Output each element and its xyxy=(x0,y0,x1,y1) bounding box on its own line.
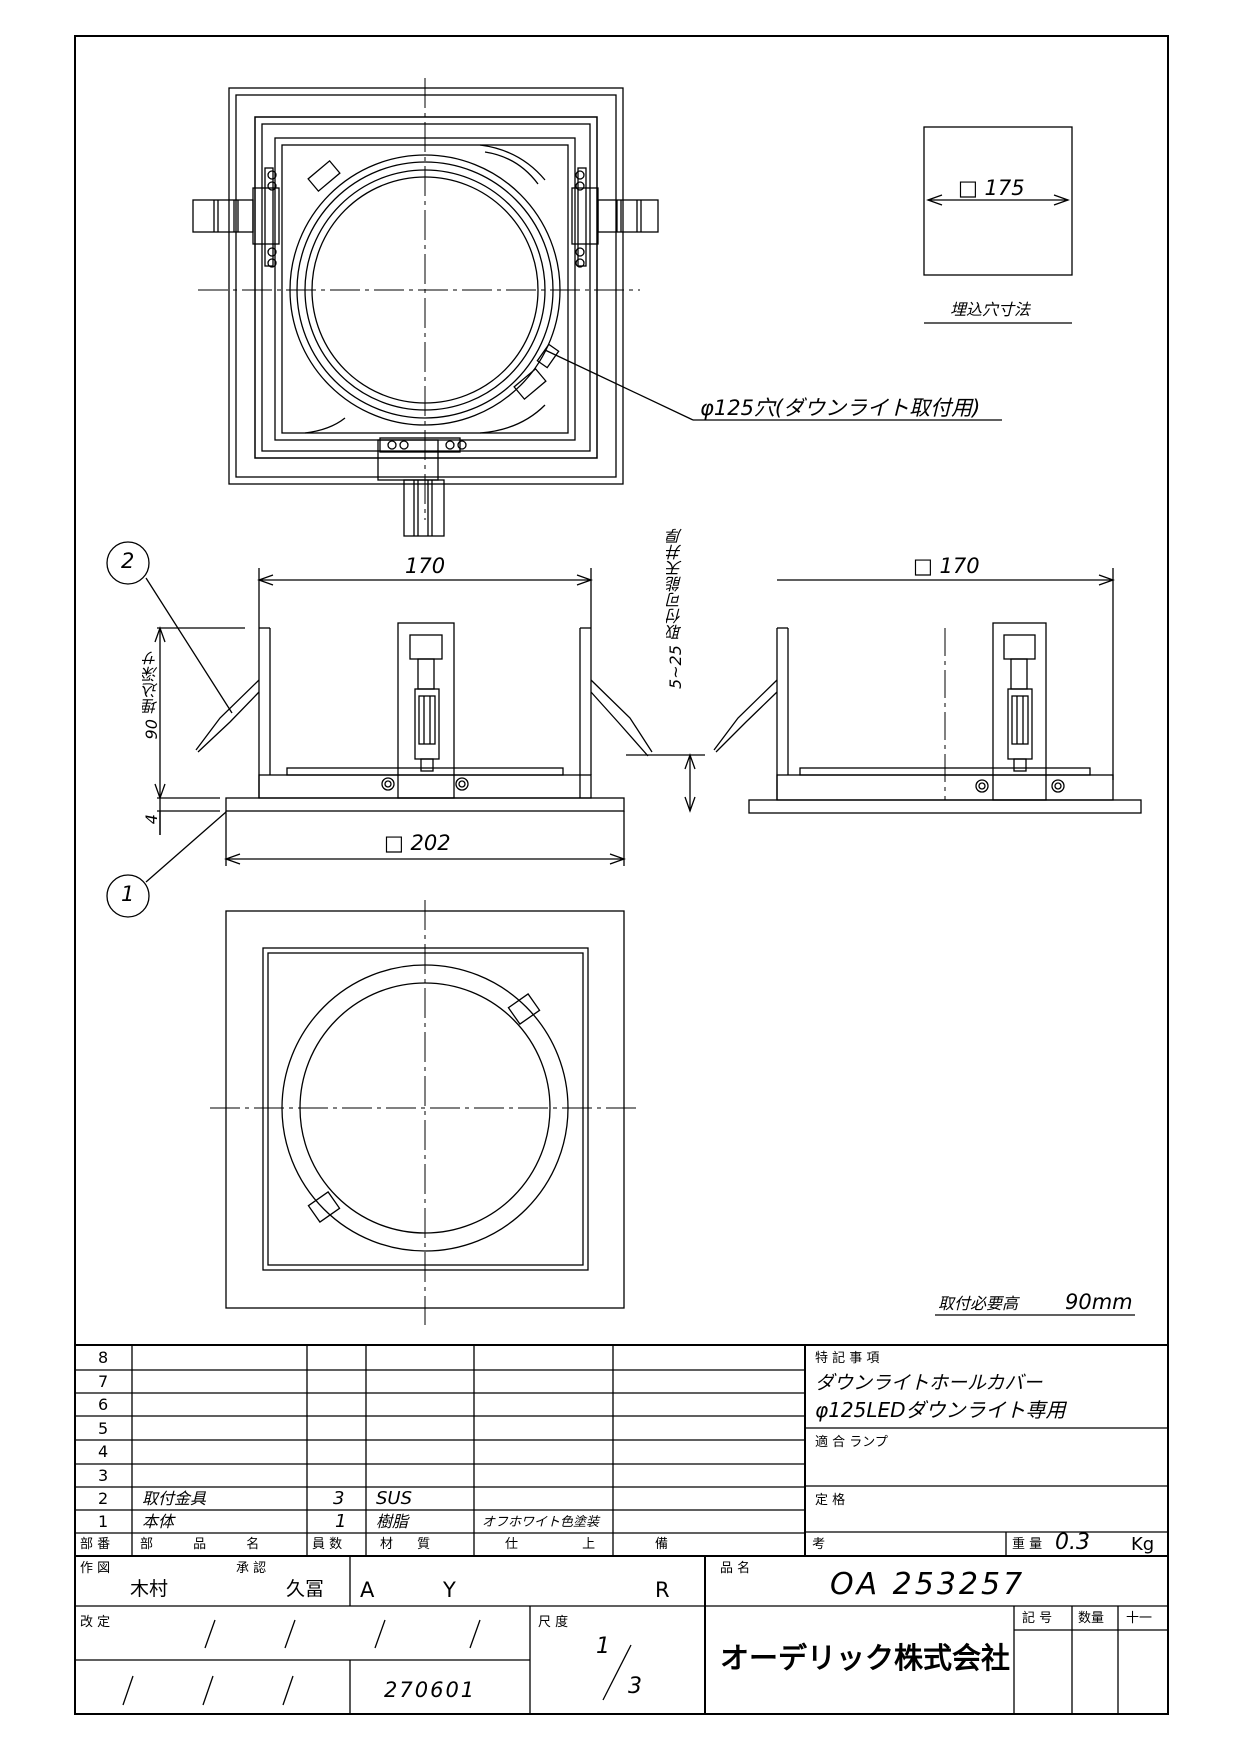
quantity-label: 数量 xyxy=(1078,1611,1105,1626)
code-y: Y xyxy=(443,1578,456,1602)
dimension-sq202: □ 202 xyxy=(384,831,451,855)
balloon-1: 1 xyxy=(121,882,135,906)
dimension-depth: 90 埋込深サ xyxy=(142,650,161,740)
rating-label: 定 格 xyxy=(815,1493,846,1508)
side-view-left xyxy=(106,541,705,918)
revision-label: 改 定 xyxy=(80,1615,111,1630)
dimension-4: 4 xyxy=(142,814,161,825)
cutout-view xyxy=(923,126,1073,324)
cutout-dimension: □ 175 xyxy=(958,176,1025,200)
cutout-label: 埋込穴寸法 xyxy=(950,300,1031,319)
part-no-4: 4 xyxy=(98,1442,109,1461)
special-note-line2: φ125LEDダウンライト専用 xyxy=(815,1398,1066,1422)
bottom-view xyxy=(210,900,1135,1325)
part-no-5: 5 xyxy=(98,1419,109,1438)
part-no-8: 8 xyxy=(98,1348,109,1367)
revision-date: 270601 xyxy=(384,1678,477,1702)
part-name-2: 取付金具 xyxy=(142,1489,207,1508)
product-label: 品 名 xyxy=(720,1561,751,1576)
side-view-right xyxy=(713,568,1142,814)
balloon-2: 2 xyxy=(121,549,135,573)
part-no-2: 2 xyxy=(98,1489,109,1508)
scale-numerator: 1 xyxy=(596,1634,610,1659)
product-code: OA 253257 xyxy=(830,1567,1026,1602)
mark-label: 記 号 xyxy=(1022,1611,1053,1626)
dimension-ceiling: 5~25 取付可能天井厚 xyxy=(666,528,685,690)
part-no-3: 3 xyxy=(98,1466,109,1485)
title-block-grid xyxy=(74,1344,1169,1715)
required-height-value: 90mm xyxy=(1065,1290,1133,1314)
special-note-line1: ダウンライトホールカバー xyxy=(815,1372,1043,1394)
weight-label: 重 量 xyxy=(1012,1537,1043,1552)
part-material-2: SUS xyxy=(376,1488,413,1509)
dimension-sq170: □ 170 xyxy=(913,554,980,578)
part-finish-1: オフホワイト色塗装 xyxy=(482,1515,600,1530)
part-no-1: 1 xyxy=(98,1512,109,1531)
header-material: 材 質 xyxy=(380,1537,441,1552)
code-a: A xyxy=(360,1578,375,1602)
drawn-label: 作 図 xyxy=(80,1561,111,1576)
header-part-no: 部 番 xyxy=(80,1537,111,1552)
hole-label: φ125穴(ダウンライト取付用) xyxy=(700,396,981,420)
misc-label: 十一 xyxy=(1126,1611,1153,1626)
header-note: 備 考 xyxy=(655,1537,896,1552)
part-name-1: 本体 xyxy=(142,1512,175,1531)
drawing-frame xyxy=(74,35,1169,1715)
scale-label: 尺 度 xyxy=(538,1615,569,1630)
dimension-170: 170 xyxy=(405,554,446,578)
approved-label: 承 認 xyxy=(236,1561,267,1576)
drawn-by: 木村 xyxy=(130,1578,169,1600)
weight-value: 0.3 xyxy=(1055,1530,1090,1555)
header-qty: 員 数 xyxy=(312,1537,343,1552)
weight-unit: Kg xyxy=(1131,1534,1155,1555)
company-name: オーデリック株式会社 xyxy=(720,1641,1011,1675)
part-qty-1: 1 xyxy=(335,1511,347,1532)
code-r: R xyxy=(655,1578,670,1602)
part-qty-2: 3 xyxy=(333,1488,345,1509)
part-material-1: 樹脂 xyxy=(376,1512,409,1531)
part-no-7: 7 xyxy=(98,1372,109,1391)
header-part-name: 部 品 名 xyxy=(140,1537,278,1552)
scale-denominator: 3 xyxy=(628,1674,642,1699)
lamp-label: 適 合 ランプ xyxy=(815,1435,888,1450)
required-height-label: 取付必要高 xyxy=(938,1294,1019,1313)
part-no-6: 6 xyxy=(98,1395,109,1414)
approved-by: 久冨 xyxy=(286,1578,325,1600)
special-notes-label: 特 記 事 項 xyxy=(815,1351,880,1366)
header-finish: 仕 上 xyxy=(505,1537,626,1552)
top-view xyxy=(192,78,1002,537)
